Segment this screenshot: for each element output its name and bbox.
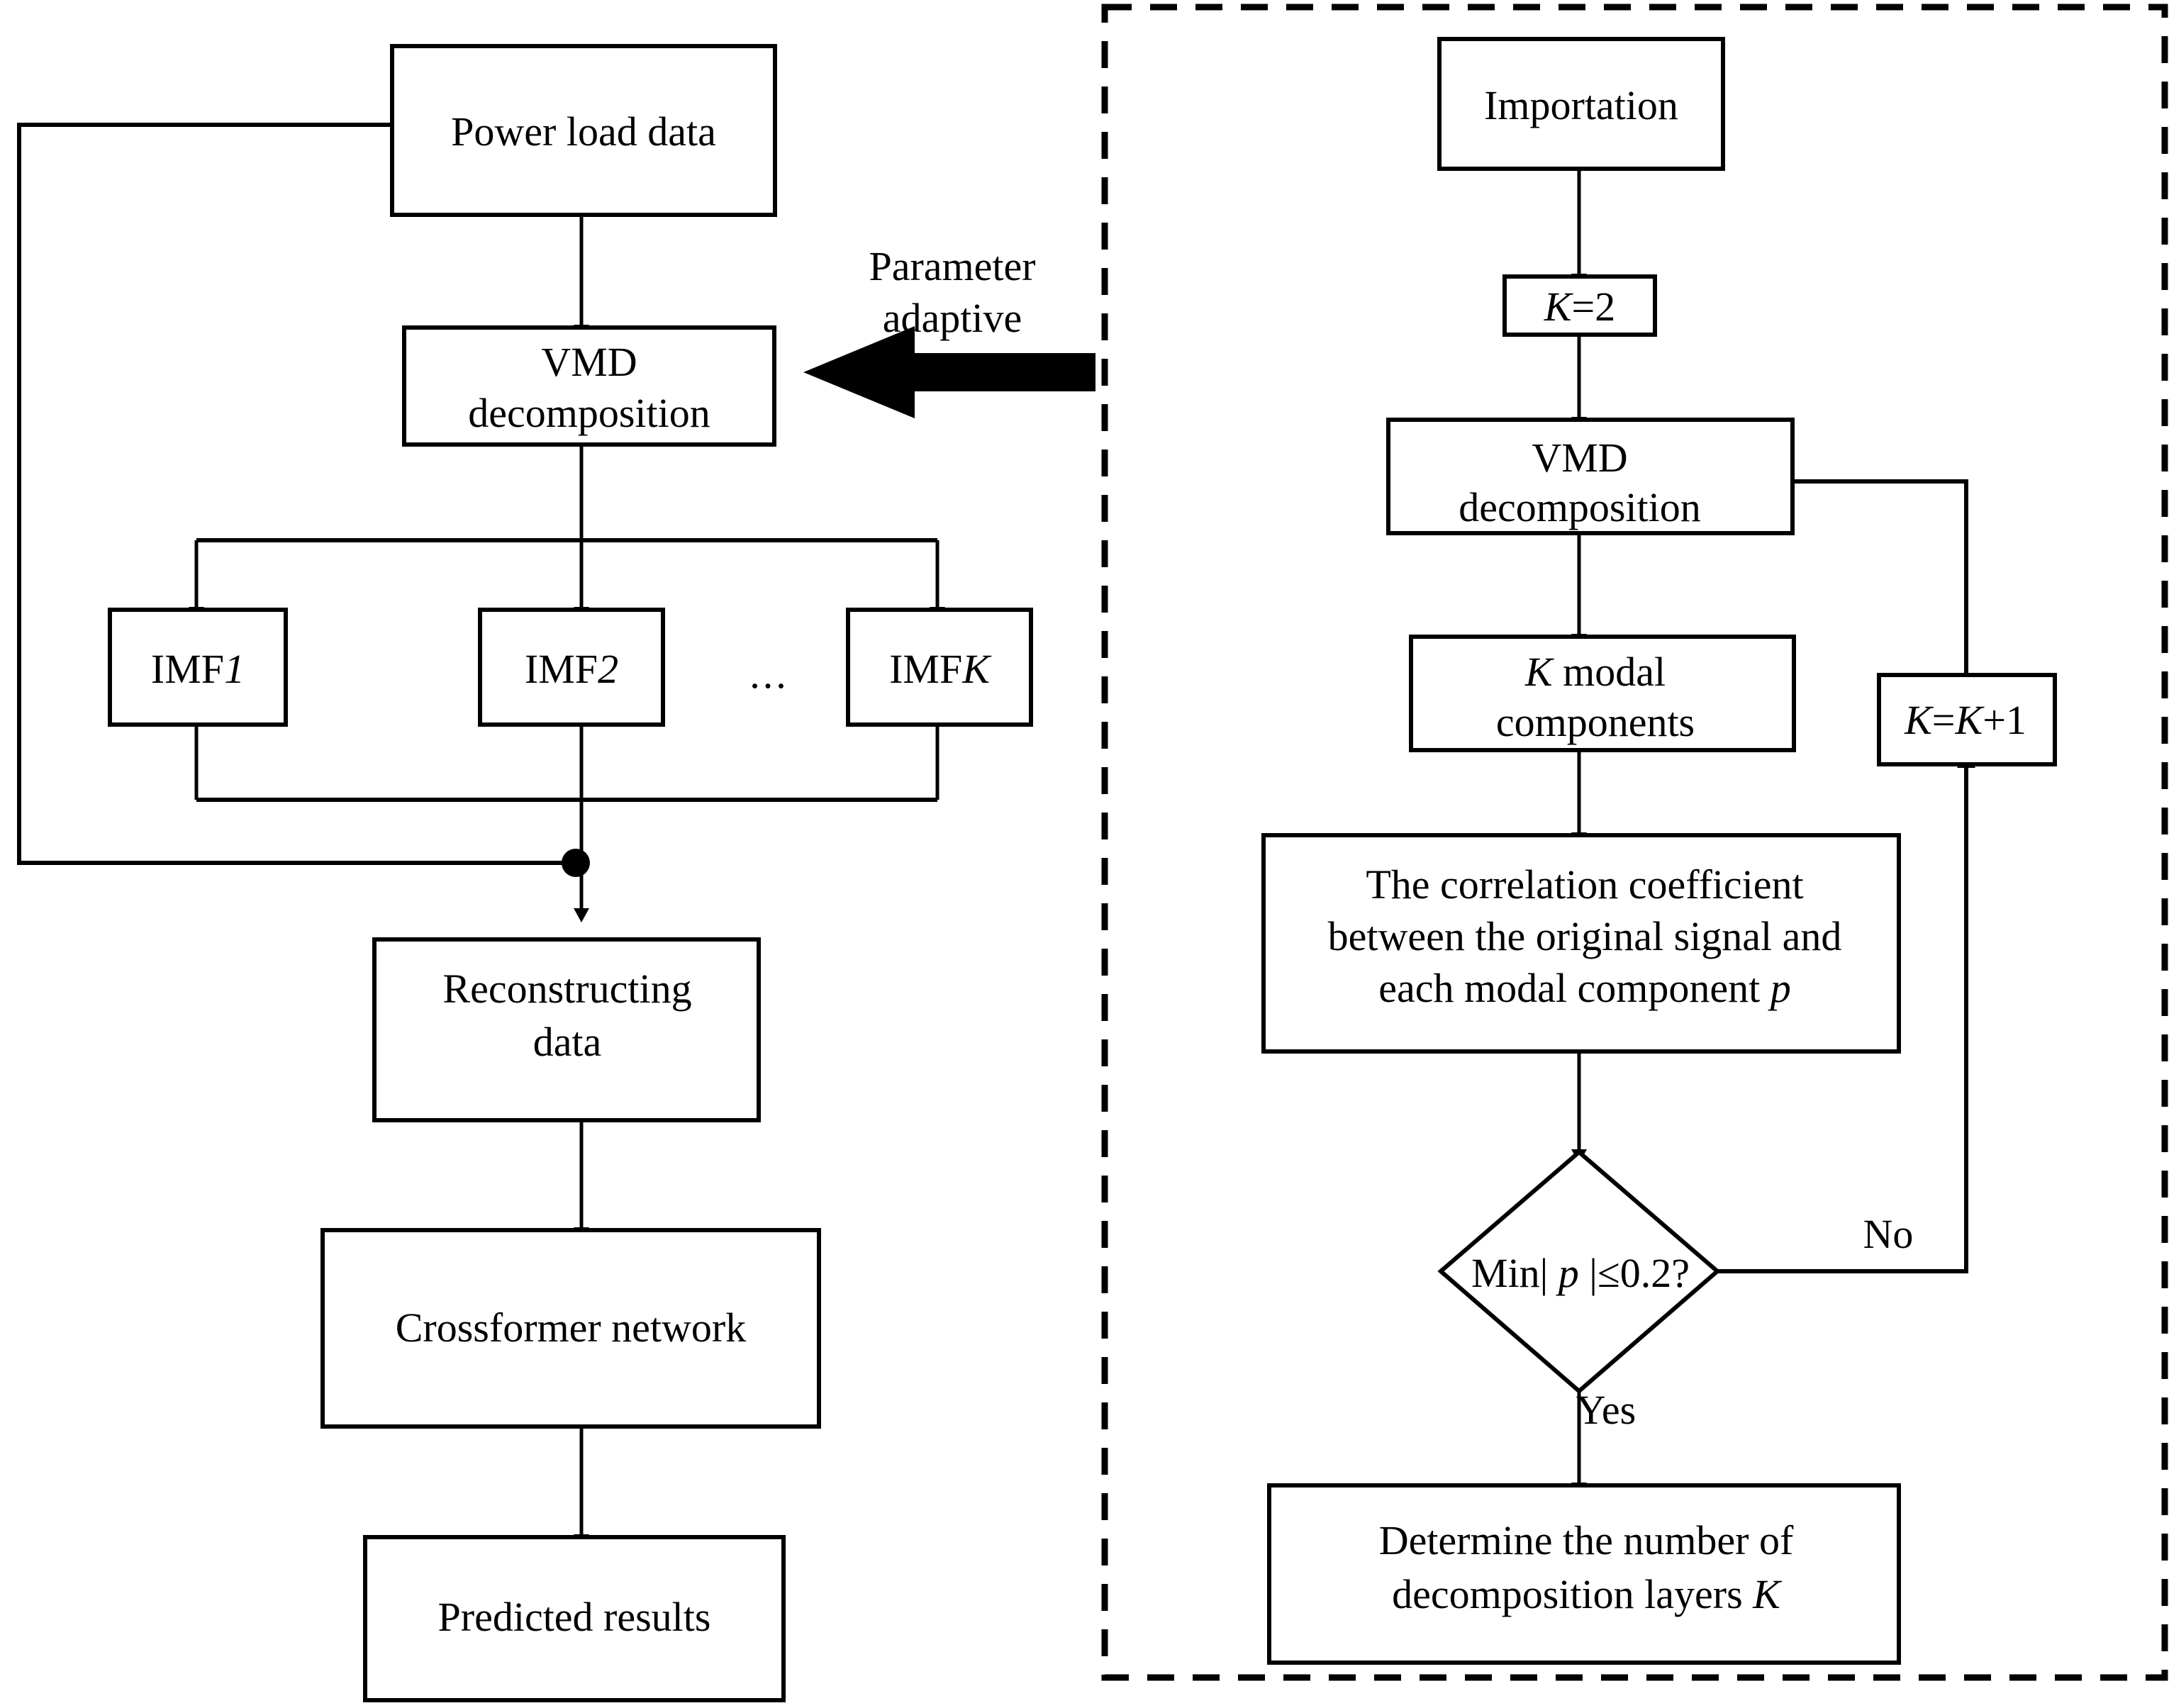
label-k-increment-var2: K: [1955, 697, 1985, 743]
label-imf1-prefix: IMF: [151, 646, 224, 692]
label-importation: Importation: [1484, 82, 1678, 128]
edge-powerload-feedback: [17, 123, 573, 865]
node-vmd-decomposition-right[interactable]: [1386, 418, 1795, 535]
label-k-increment-post: +1: [1983, 697, 2026, 743]
label-k-init-rest: =2: [1571, 284, 1615, 330]
node-imf2[interactable]: [478, 608, 665, 727]
node-imfk[interactable]: [846, 608, 1033, 727]
label-determine-line2: decomposition layers K: [1392, 1571, 1783, 1617]
label-k-init: K=2: [1544, 284, 1615, 330]
label-k-increment-mid: =: [1932, 697, 1956, 743]
label-vmd-decomposition-left-line2: decomposition: [468, 390, 710, 436]
label-imf-ellipsis: ...: [749, 651, 789, 697]
junction-dot: [562, 849, 590, 877]
label-decision-pre: Min|: [1471, 1250, 1559, 1296]
edge-decision-no-to-kincrement: [1717, 751, 1975, 1273]
label-crossformer-network: Crossformer network: [396, 1305, 747, 1351]
label-edge-no: No: [1863, 1211, 1914, 1257]
label-correlation-line3-var: p: [1768, 965, 1791, 1011]
node-importation[interactable]: [1437, 37, 1725, 171]
label-k-increment: K=K+1: [1904, 697, 2026, 743]
label-imf1-index: 1: [224, 646, 245, 692]
label-determine-line1: Determine the number of: [1379, 1517, 1794, 1563]
node-reconstructing-data[interactable]: [372, 937, 761, 1122]
node-crossformer-network[interactable]: [320, 1228, 821, 1429]
label-imfk-prefix: IMF: [889, 646, 962, 692]
label-k-modal-line1: K modal: [1524, 649, 1666, 695]
label-reconstructing-line2: data: [533, 1019, 602, 1065]
label-correlation-line1: The correlation coefficient: [1366, 861, 1803, 908]
label-imfk: IMFK: [889, 646, 992, 692]
label-k-modal-var: K: [1524, 649, 1555, 695]
label-decision-min-p: Min| p |≤0.2?: [1471, 1250, 1690, 1296]
label-power-load-data: Power load data: [451, 108, 716, 155]
label-correlation-line3-pre: each modal component: [1378, 965, 1770, 1011]
label-correlation-line3: each modal component p: [1378, 965, 1790, 1011]
label-decision-post: |≤0.2?: [1579, 1250, 1690, 1296]
label-k-increment-var1: K: [1904, 697, 1934, 743]
node-correlation-coefficient[interactable]: [1261, 833, 1901, 1054]
node-imf1[interactable]: [108, 608, 288, 727]
label-k-modal-line2: components: [1496, 699, 1695, 745]
label-imf2: IMF2: [525, 646, 618, 692]
label-k-init-var: K: [1544, 284, 1574, 330]
parameter-adaptive-arrow-icon: [803, 326, 1095, 418]
label-correlation-line2: between the original signal and: [1328, 913, 1842, 959]
label-vmd-decomposition-right-line2: decomposition: [1459, 484, 1701, 530]
node-power-load-data[interactable]: [390, 44, 777, 217]
label-determine-line2-pre: decomposition layers: [1392, 1571, 1753, 1617]
edge-kincrement-to-vmd: [1717, 472, 1968, 675]
label-predicted-results: Predicted results: [438, 1594, 711, 1640]
label-parameter-adaptive-line1: Parameter: [869, 243, 1035, 289]
label-parameter-adaptive-line2: adaptive: [883, 295, 1022, 341]
label-determine-line2-var: K: [1752, 1571, 1783, 1617]
node-vmd-decomposition-left[interactable]: [402, 325, 776, 447]
node-k-increment[interactable]: [1877, 673, 2057, 766]
node-determine-layers[interactable]: [1267, 1483, 1901, 1665]
node-decision-min-p[interactable]: [1437, 1149, 1721, 1394]
label-reconstructing-line1: Reconstructing: [442, 966, 691, 1012]
node-k-modal-components[interactable]: [1409, 635, 1796, 752]
label-vmd-decomposition-left-line1: VMD: [541, 339, 637, 385]
label-decision-var: p: [1556, 1250, 1579, 1296]
label-k-modal-rest: modal: [1553, 649, 1666, 695]
label-imfk-index: K: [961, 646, 992, 692]
label-edge-yes: Yes: [1576, 1387, 1636, 1433]
node-predicted-results[interactable]: [363, 1535, 786, 1702]
node-k-init[interactable]: [1502, 274, 1657, 337]
label-imf1: IMF1: [151, 646, 245, 692]
label-vmd-decomposition-right-line1: VMD: [1532, 435, 1627, 481]
label-imf2-prefix: IMF: [525, 646, 598, 692]
label-imf2-index: 2: [598, 646, 618, 692]
